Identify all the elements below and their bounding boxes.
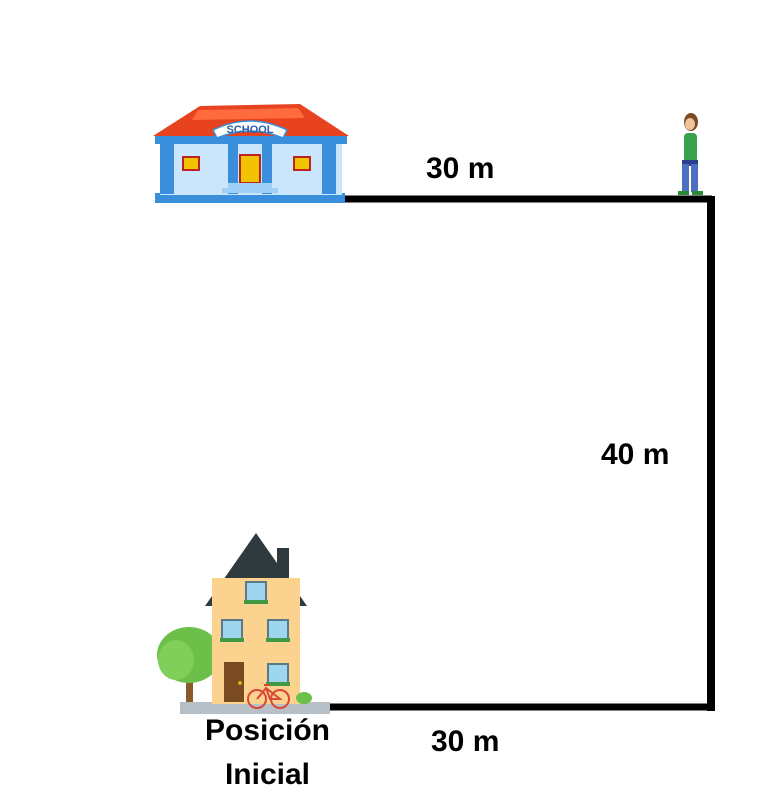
start-position-caption: Posición Inicial (190, 709, 345, 797)
house-icon (180, 533, 330, 714)
top-distance-label: 30 m (426, 152, 495, 185)
start-caption-line1: Posición (204, 714, 331, 747)
school-icon: SCHOOL (153, 104, 349, 203)
path-lines (320, 195, 715, 711)
start-caption-line2: Inicial (224, 758, 311, 791)
bottom-distance-label: 30 m (431, 725, 500, 758)
right-distance-label: 40 m (601, 438, 670, 471)
bicycle-icon (247, 684, 290, 709)
girl-icon (678, 113, 703, 195)
school-sign: SCHOOL (226, 124, 273, 136)
tree-icon (157, 627, 221, 708)
